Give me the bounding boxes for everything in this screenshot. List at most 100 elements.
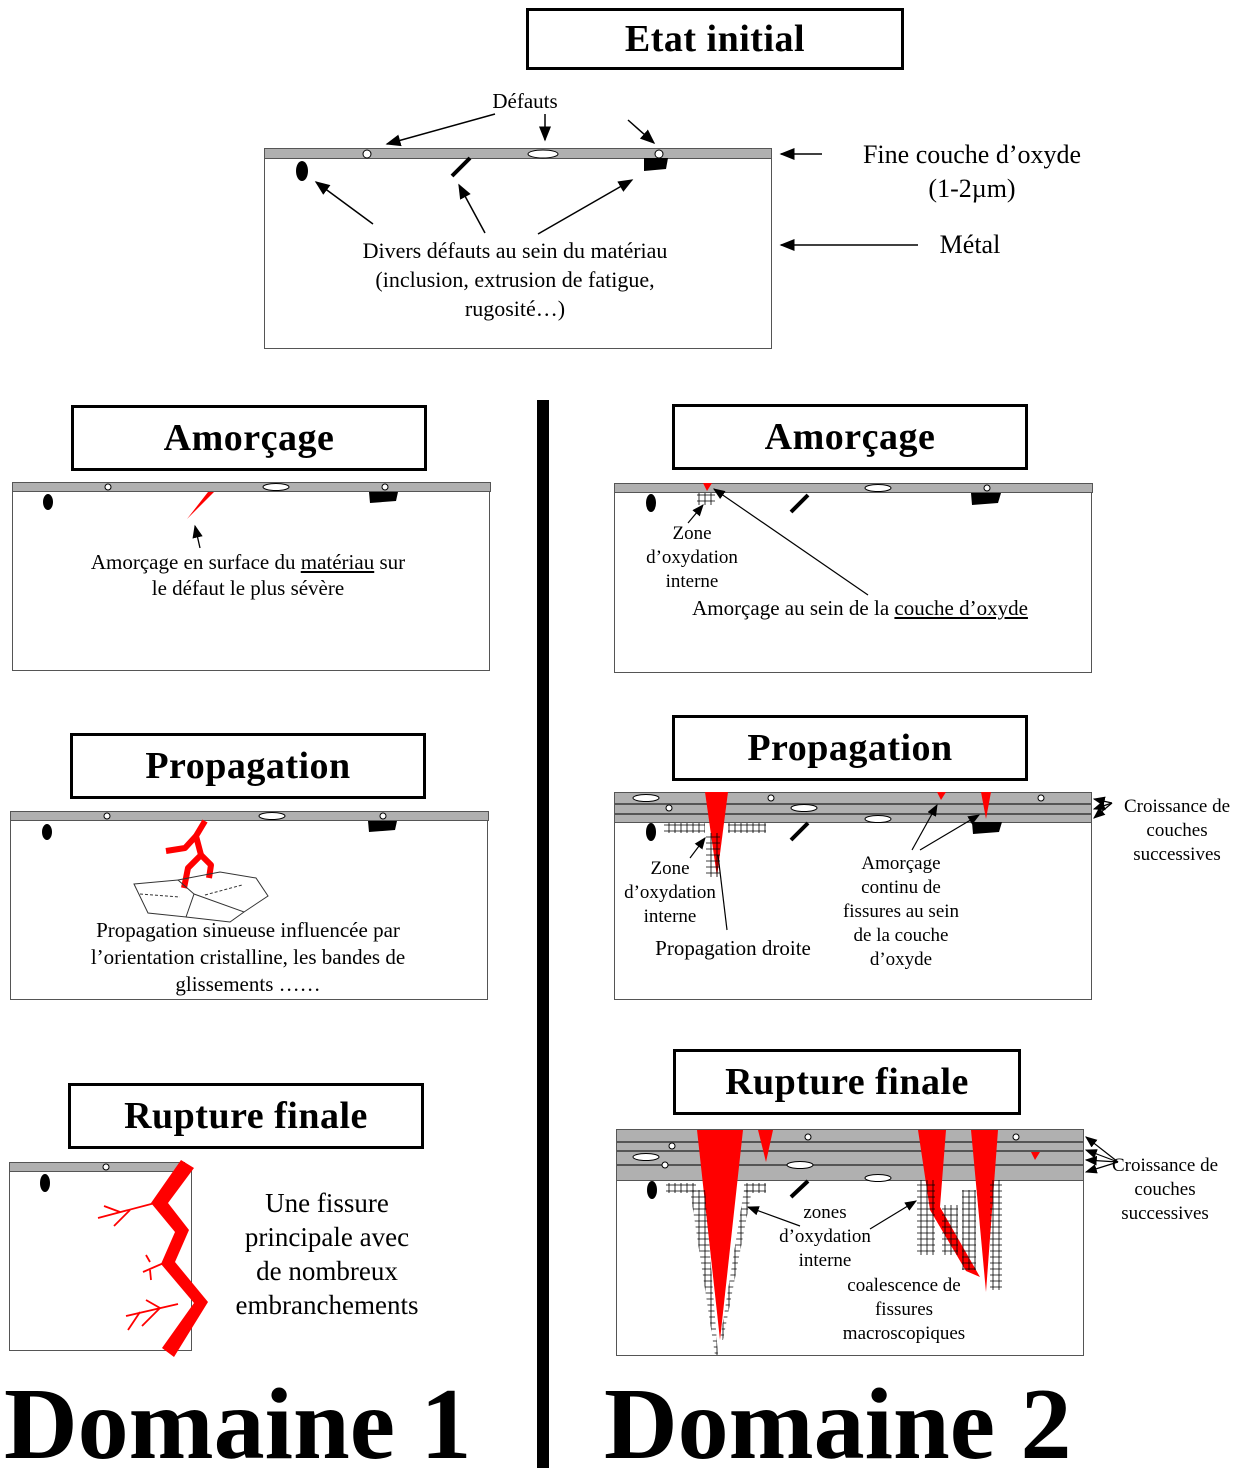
d1-rupture-line4: embranchements <box>235 1290 419 1320</box>
crack-icon <box>971 1130 998 1292</box>
d2-rupture-coalescence: coalescence de fissures macroscopiques <box>832 1274 976 1346</box>
d2-propagation-graphics <box>632 792 1113 931</box>
extrusion-icon <box>450 156 472 178</box>
d1-rupture-graphics <box>40 1160 208 1357</box>
d2-propagation-croissance: Croissance de couches successives <box>1112 795 1242 867</box>
crack-icon <box>697 1130 743 1340</box>
d1-amorcage-title: Amorçage <box>71 405 427 471</box>
d2-propagation-amorcage-text: Amorçage continu de fissures au sein de … <box>826 852 976 972</box>
d1-amorcage-line2: le défaut le plus sévère <box>151 576 345 600</box>
d2-propagation-title: Propagation <box>672 715 1028 781</box>
d2-propagation-cr-line2: couches <box>1146 820 1208 841</box>
crack-icon <box>981 792 991 819</box>
d2-amorcage-panel <box>614 488 1092 673</box>
d2-propagation-am-line1: Amorçage <box>861 853 941 874</box>
metal-label: Métal <box>939 230 1001 259</box>
domain1-label: Domaine 1 <box>4 1368 472 1481</box>
domain2-label: Domaine 2 <box>604 1368 1072 1481</box>
d2-propagation-am-line5: d’oxyde <box>869 949 933 970</box>
d2-propagation-droite: Propagation droite <box>655 936 811 960</box>
d2-rupture-cr-line1: Croissance de <box>1111 1155 1219 1176</box>
d2-propagation-am-line4: de la couche <box>853 925 949 946</box>
d1-amorcage-panel <box>12 488 490 671</box>
d2-propagation-zone-line3: interne <box>643 906 697 927</box>
d2-amorcage-zone: Zone d’oxydation interne <box>632 522 752 594</box>
d1-propagation-graphics <box>42 812 397 923</box>
oxide-label-line1: Fine couche d’oxyde <box>862 140 1082 169</box>
d2-rupture-co-line1: coalescence de <box>847 1275 961 1296</box>
crack-icon <box>918 1130 980 1277</box>
crack-icon <box>703 483 712 491</box>
d2-rupture-croissance: Croissance de couches successives <box>1100 1154 1230 1226</box>
d2-propagation-zone-line1: Zone <box>650 858 690 879</box>
d1-amorcage-line1: Amorçage en surface du matériau sur <box>90 550 406 574</box>
oxide-label: Fine couche d’oxyde (1-2µm) <box>832 138 1112 206</box>
d2-amorcage-graphics <box>646 483 1001 596</box>
d1-propagation-line2: l’orientation cristalline, les bandes de <box>90 945 406 969</box>
domain-divider <box>537 400 549 1468</box>
d2-rupture-zones: zones d’oxydation interne <box>764 1201 886 1273</box>
d1-propagation-text: Propagation sinueuse influencée par l’or… <box>16 917 480 998</box>
defects-desc-line1: Divers défauts au sein du matériau <box>362 238 668 263</box>
d1-amorcage-text: Amorçage en surface du matériau sur le d… <box>20 549 476 601</box>
d1-amorcage-oxide <box>12 482 491 492</box>
d2-rupture-co-line2: fissures <box>874 1299 934 1320</box>
crack-icon <box>151 1160 208 1357</box>
initial-defects <box>296 149 668 181</box>
d1-amorcage-graphics <box>43 483 398 549</box>
inclusion-icon <box>296 161 308 181</box>
d2-rupture-co-line3: macroscopiques <box>842 1323 966 1344</box>
inclusion-icon <box>527 149 559 159</box>
defects-label: Défauts <box>492 89 558 113</box>
initial-arrows <box>314 113 918 251</box>
crack-icon <box>187 492 214 519</box>
d1-propagation-line3: glissements …… <box>175 972 321 996</box>
d2-propagation-zone-line2: d’oxydation <box>624 882 716 903</box>
d2-rupture-cr-line2: couches <box>1134 1179 1196 1200</box>
d2-rupture-cr-line3: successives <box>1121 1203 1209 1224</box>
d2-propagation-oxide-2 <box>614 804 1092 814</box>
defects-desc-line2: (inclusion, extrusion de fatigue, <box>375 267 655 292</box>
d2-rupture-graphics <box>632 1130 1119 1355</box>
d1-propagation-title: Propagation <box>70 733 426 799</box>
d2-rupture-title: Rupture finale <box>673 1049 1021 1115</box>
inclusion-icon <box>654 149 664 159</box>
d2-propagation-zone: Zone d’oxydation interne <box>614 857 726 929</box>
oxide-label-line2: (1-2µm) <box>928 174 1016 203</box>
defects-desc-line3: rugosité…) <box>464 296 566 321</box>
d2-amorcage-zone-line2: d’oxydation <box>646 547 738 568</box>
d2-propagation-panel <box>614 815 1092 1000</box>
d2-propagation-oxide-3 <box>614 814 1092 823</box>
branch-icon <box>97 1202 179 1331</box>
d2-rupture-zones-line3: interne <box>798 1250 852 1271</box>
d2-propagation-cr-line3: successives <box>1133 844 1221 865</box>
d1-propagation-oxide <box>10 811 489 821</box>
title-etat-initial: Etat initial <box>526 8 904 70</box>
d2-amorcage-text: Amorçage au sein de la couche d’oxyde <box>692 596 1028 620</box>
d1-rupture-text: Une fissure principale avec de nombreux … <box>222 1186 432 1322</box>
d2-propagation-am-line3: fissures au sein <box>842 901 960 922</box>
d1-rupture-line1: Une fissure <box>265 1188 389 1218</box>
d1-rupture-line2: principale avec <box>244 1222 410 1252</box>
initial-metal-panel <box>264 150 772 349</box>
d2-amorcage-title: Amorçage <box>672 404 1028 470</box>
d2-propagation-cr-line1: Croissance de <box>1123 796 1231 817</box>
grain-icon <box>133 871 269 923</box>
d1-rupture-title: Rupture finale <box>68 1083 424 1149</box>
d2-amorcage-zone-line1: Zone <box>672 523 712 544</box>
d2-amorcage-zone-line3: interne <box>665 571 719 592</box>
inclusion-icon <box>362 149 372 159</box>
d2-rupture-zones-line2: d’oxydation <box>779 1226 871 1247</box>
d2-amorcage-oxide <box>614 483 1093 493</box>
rugosity-icon <box>644 158 668 171</box>
d2-rupture-zones-line1: zones <box>803 1202 847 1223</box>
d2-propagation-am-line2: continu de <box>861 877 941 898</box>
d1-rupture-line3: de nombreux <box>256 1256 398 1286</box>
d1-propagation-line1: Propagation sinueuse influencée par <box>96 918 400 942</box>
d2-propagation-oxide-1 <box>614 792 1092 804</box>
crack-icon <box>937 792 946 800</box>
defects-description: Divers défauts au sein du matériau (incl… <box>300 236 730 323</box>
crack-icon <box>758 1130 773 1162</box>
crack-icon <box>1031 1152 1040 1160</box>
